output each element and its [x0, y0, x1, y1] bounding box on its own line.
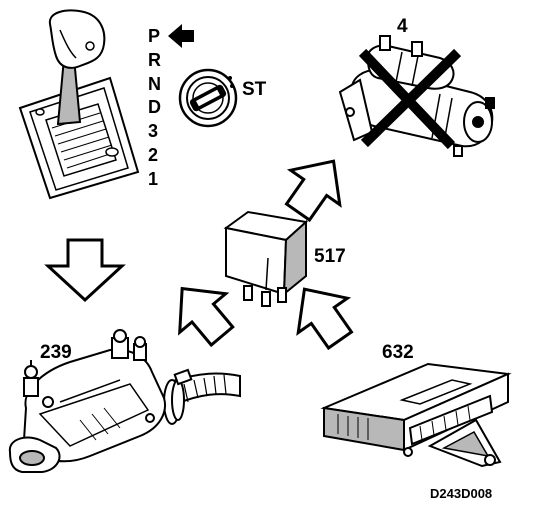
sensor-illustration — [8, 329, 241, 473]
cross-out-icon — [358, 48, 462, 150]
gear-position-3: 3 — [148, 121, 158, 141]
starter-motor-label: 4 — [397, 16, 408, 37]
gear-position-n: N — [148, 74, 161, 94]
gear-position-1: 1 — [148, 169, 158, 189]
ignition-st-label: ST — [242, 79, 267, 100]
relay-illustration — [223, 210, 309, 307]
gear-position-2: 2 — [148, 145, 158, 165]
control-module-label: 632 — [382, 342, 414, 363]
figure-code: D243D008 — [430, 486, 492, 501]
relay-label: 517 — [314, 246, 346, 267]
ignition-switch-icon — [178, 68, 238, 128]
arrow-module-to-relay-icon — [296, 287, 354, 351]
park-pointer-arrow-icon — [168, 24, 194, 48]
gear-position-p: P — [148, 26, 160, 46]
sensor-label: 239 — [40, 342, 72, 363]
gear-position-r: R — [148, 50, 161, 70]
gear-position-list: P R N D 3 2 1 — [148, 26, 161, 189]
control-module-illustration — [320, 362, 512, 468]
arrow-up-right-icon — [284, 159, 342, 223]
arrow-sensor-to-relay-icon — [178, 286, 235, 348]
gear-selector-illustration — [18, 9, 140, 200]
arrow-down-icon — [44, 238, 126, 303]
gear-position-d: D — [148, 97, 161, 117]
